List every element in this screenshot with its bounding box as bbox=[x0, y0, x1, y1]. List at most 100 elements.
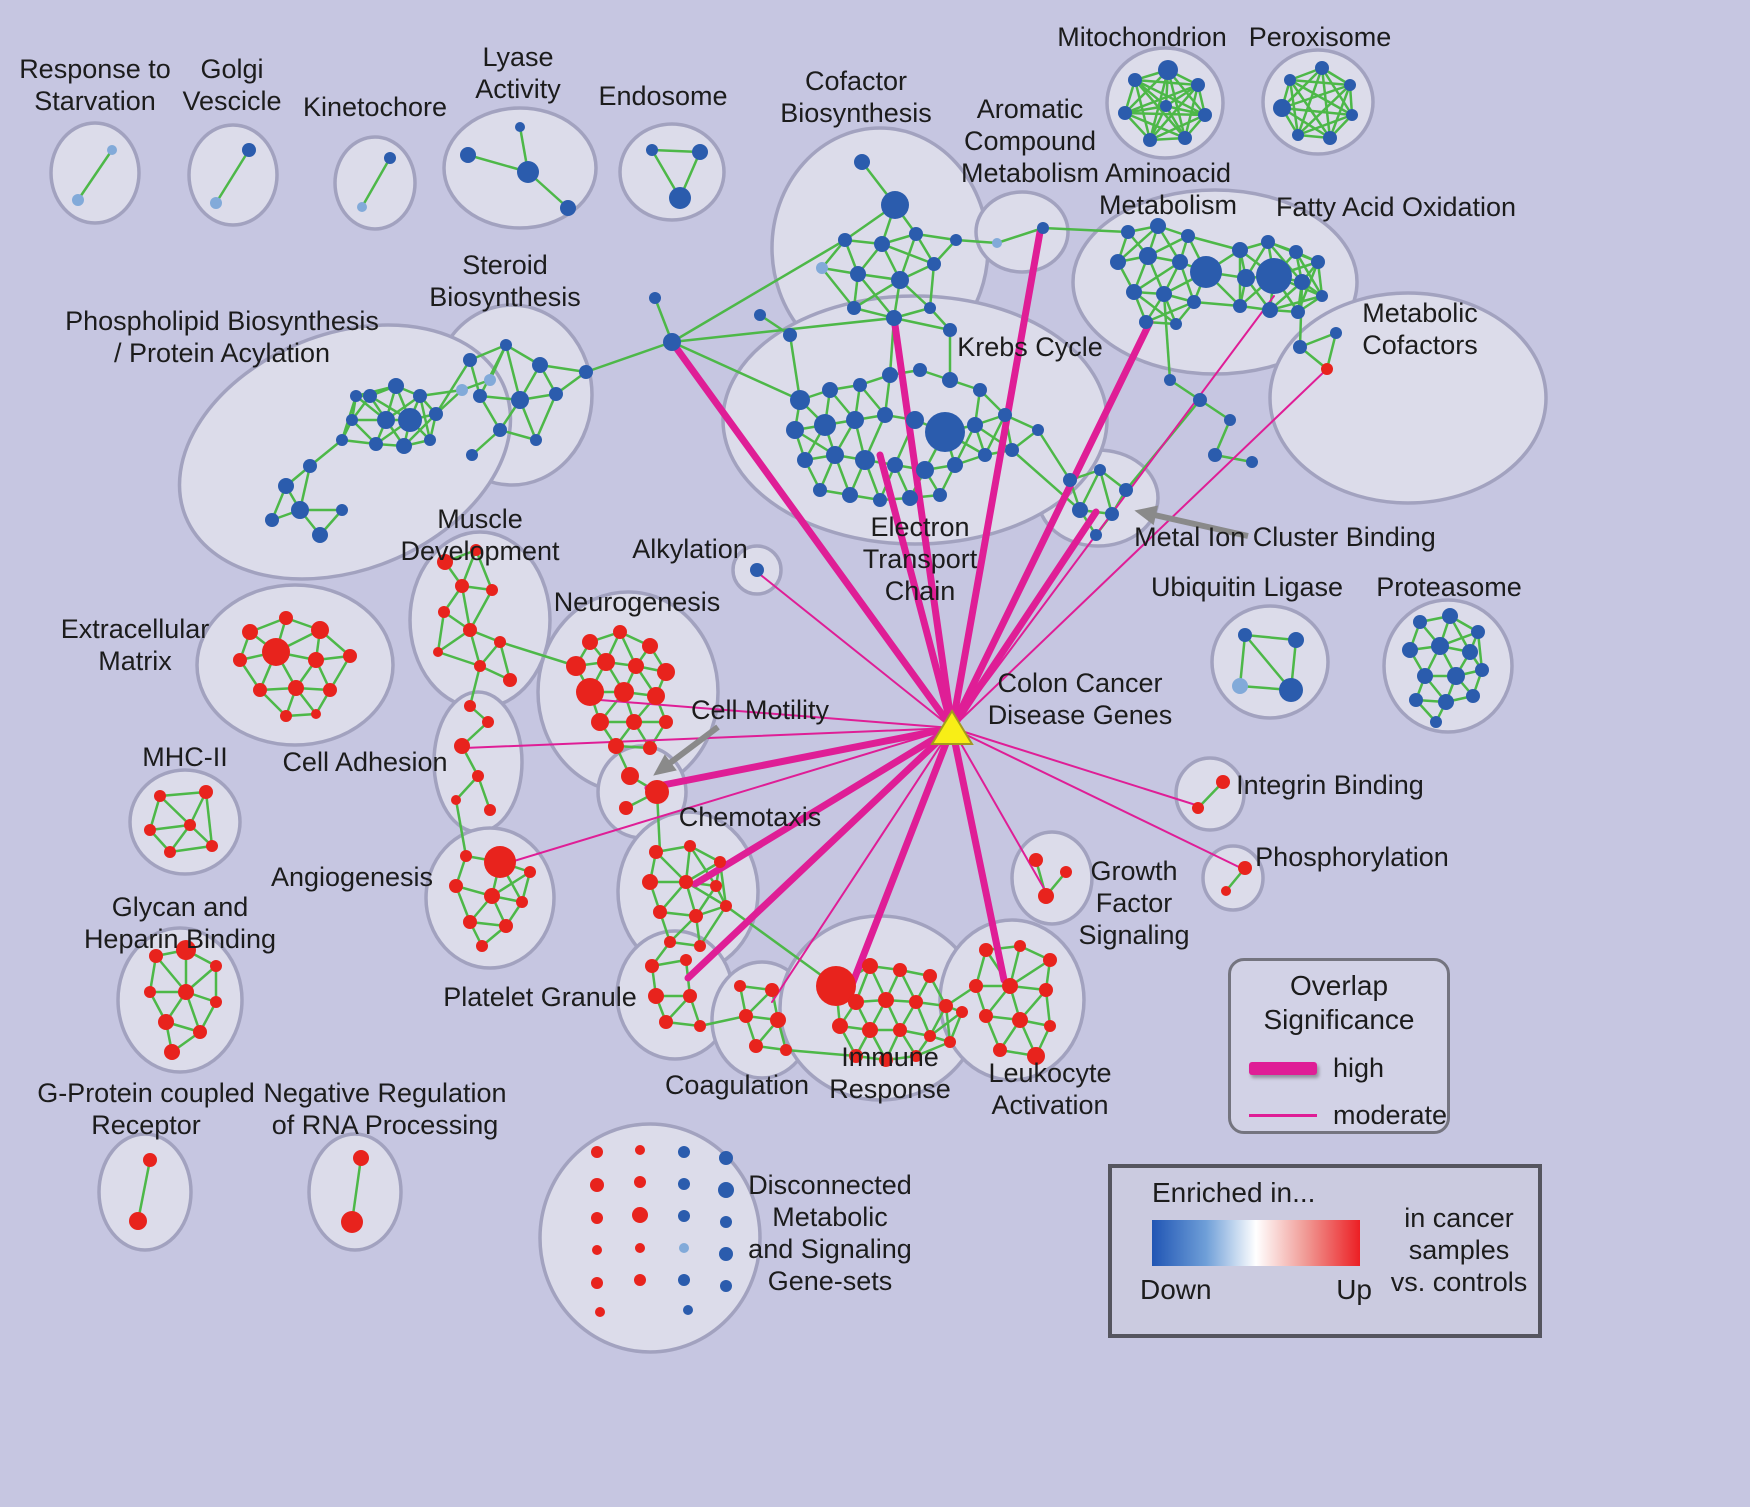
gene-set-node bbox=[1119, 483, 1133, 497]
down-up-row: Down Up bbox=[1140, 1274, 1372, 1306]
gene-set-node bbox=[913, 363, 927, 377]
label-metal-ion-cluster-binding: Metal Ion Cluster Binding bbox=[1134, 522, 1436, 552]
gene-set-node bbox=[413, 389, 427, 403]
gene-set-node bbox=[916, 461, 934, 479]
label-phospholipid-biosynthesis: Phospholipid Biosynthesis/ Protein Acyla… bbox=[65, 306, 379, 368]
gene-set-node bbox=[1038, 888, 1054, 904]
gene-set-node bbox=[826, 446, 844, 464]
gene-set-node bbox=[456, 384, 468, 396]
gene-set-node bbox=[939, 999, 953, 1013]
gene-set-node bbox=[144, 986, 156, 998]
gene-set-node bbox=[178, 984, 194, 1000]
gene-set-node bbox=[530, 434, 542, 446]
gene-set-node bbox=[470, 544, 482, 556]
gene-set-node bbox=[924, 1030, 936, 1042]
gene-set-node bbox=[595, 1307, 605, 1317]
gene-set-node bbox=[464, 700, 476, 712]
gene-set-node bbox=[591, 1277, 603, 1289]
gene-set-node bbox=[1232, 242, 1248, 258]
significance-edge-moderate-neurogenesis bbox=[599, 699, 953, 729]
overlap-significance-legend: Overlap Significance high moderate bbox=[1228, 958, 1450, 1134]
green-edge bbox=[418, 395, 432, 441]
gene-set-node bbox=[1315, 61, 1329, 75]
gene-set-node bbox=[947, 457, 963, 473]
gene-set-node bbox=[288, 680, 304, 696]
green-edge bbox=[1148, 69, 1170, 141]
gene-set-node bbox=[978, 448, 992, 462]
down-label: Down bbox=[1140, 1274, 1212, 1305]
gene-set-node bbox=[455, 579, 469, 593]
green-edge bbox=[1036, 429, 1072, 481]
gene-set-node bbox=[979, 943, 993, 957]
green-edge bbox=[504, 344, 522, 401]
gene-set-node bbox=[1198, 108, 1212, 122]
green-edge bbox=[436, 611, 446, 653]
gene-set-node bbox=[718, 1182, 734, 1198]
gene-set-node bbox=[770, 1012, 786, 1028]
gene-set-node bbox=[158, 1014, 174, 1030]
significance-edge-moderate-metabolic-cofactors bbox=[951, 368, 1328, 729]
gene-set-node bbox=[143, 1153, 157, 1167]
gene-set-node bbox=[816, 262, 828, 274]
gene-set-node bbox=[664, 936, 676, 948]
gene-set-node bbox=[882, 367, 898, 383]
gene-set-node bbox=[848, 994, 864, 1010]
gene-set-node bbox=[1208, 448, 1222, 462]
gene-set-node bbox=[566, 656, 586, 676]
green-edge bbox=[1288, 79, 1332, 139]
gene-set-node bbox=[692, 144, 708, 160]
gene-set-node bbox=[689, 909, 703, 923]
gene-set-node bbox=[1118, 106, 1132, 120]
gene-set-node bbox=[783, 328, 797, 342]
gene-set-node bbox=[649, 292, 661, 304]
green-edge bbox=[1297, 84, 1351, 136]
gene-set-node bbox=[613, 625, 627, 639]
green-edge bbox=[1328, 84, 1352, 139]
gene-set-node bbox=[576, 678, 604, 706]
green-edge bbox=[698, 905, 728, 947]
gene-set-node bbox=[341, 1211, 363, 1233]
gene-set-node bbox=[346, 414, 358, 426]
high-significance-line-sample bbox=[1249, 1062, 1317, 1075]
gene-set-node bbox=[524, 866, 536, 878]
gene-set-node bbox=[591, 1146, 603, 1158]
gene-set-node bbox=[1044, 1020, 1056, 1032]
gene-set-node bbox=[451, 795, 461, 805]
gene-set-node bbox=[993, 1043, 1007, 1057]
green-edge bbox=[1238, 634, 1247, 687]
gene-set-node bbox=[1288, 632, 1304, 648]
gene-set-node bbox=[253, 683, 267, 697]
gene-set-node bbox=[210, 960, 222, 972]
label-peroxisome: Peroxisome bbox=[1249, 22, 1392, 52]
gene-set-node bbox=[1316, 290, 1328, 302]
gene-set-node bbox=[621, 767, 639, 785]
gene-set-node bbox=[377, 411, 395, 429]
gene-set-node bbox=[357, 202, 367, 212]
gene-set-node bbox=[1462, 644, 1478, 660]
gene-set-node bbox=[1060, 866, 1072, 878]
label-platelet-granule: Platelet Granule bbox=[443, 982, 637, 1012]
gene-set-node bbox=[927, 257, 941, 271]
gene-set-node bbox=[549, 387, 563, 401]
green-edge bbox=[149, 823, 191, 832]
gene-set-node bbox=[1273, 99, 1291, 117]
gene-set-node bbox=[1150, 218, 1166, 234]
enrichment-color-legend: Enriched in... Down Up in cancer samples… bbox=[1108, 1164, 1542, 1338]
green-edge bbox=[788, 334, 802, 401]
gene-set-node bbox=[679, 1243, 689, 1253]
gene-set-node bbox=[649, 845, 663, 859]
gene-set-node bbox=[720, 1280, 732, 1292]
gene-set-node bbox=[909, 227, 923, 241]
green-edge bbox=[1193, 300, 1241, 308]
gene-set-node bbox=[597, 653, 615, 671]
green-edge bbox=[1281, 106, 1353, 117]
green-edge bbox=[419, 388, 463, 398]
green-edge bbox=[1297, 113, 1353, 137]
gene-set-node bbox=[472, 770, 484, 782]
green-edge bbox=[454, 799, 468, 857]
gene-set-node bbox=[847, 301, 861, 315]
